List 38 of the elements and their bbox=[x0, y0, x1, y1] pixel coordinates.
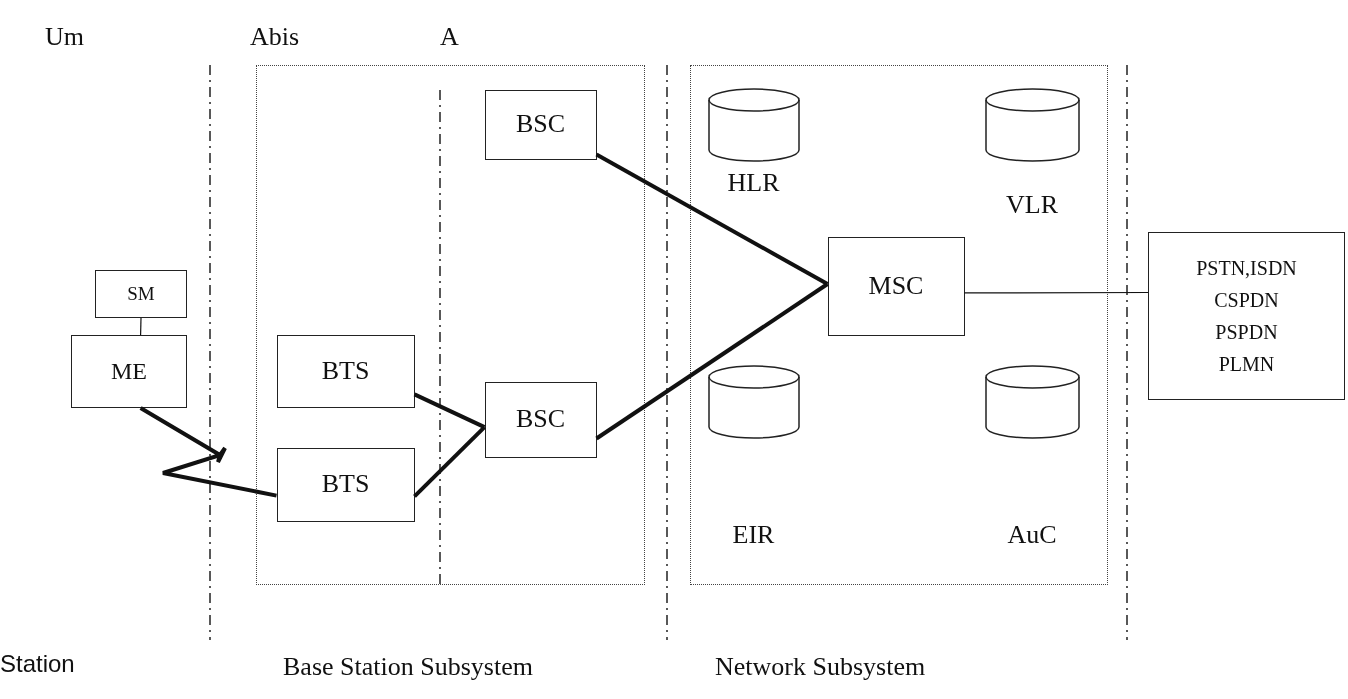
connector-line bbox=[595, 282, 829, 441]
network-element-box bbox=[276, 447, 415, 522]
interface-label: A bbox=[440, 22, 459, 52]
subsystem-frame bbox=[690, 65, 1108, 585]
network-element-box bbox=[1148, 232, 1345, 400]
connector-line bbox=[595, 152, 829, 286]
network-element-box bbox=[95, 270, 187, 318]
connector-line bbox=[963, 291, 1149, 294]
subsystem-label: Station bbox=[0, 650, 75, 678]
subsystem-frame bbox=[256, 65, 645, 585]
node-label: BSC bbox=[515, 110, 566, 139]
subsystem-label: Base Station Subsystem bbox=[283, 652, 533, 682]
radio-link bbox=[139, 406, 277, 498]
node-label: MSC bbox=[868, 271, 924, 301]
network-element-box bbox=[71, 335, 187, 408]
connector-line bbox=[140, 317, 142, 336]
network-name: PLMN bbox=[1218, 352, 1275, 377]
network-name: PSTN,ISDN bbox=[1196, 256, 1297, 281]
connector-line bbox=[413, 392, 486, 429]
node-label: BTS bbox=[321, 356, 370, 386]
network-name: CSPDN bbox=[1214, 288, 1279, 313]
node-label: ME bbox=[111, 358, 147, 385]
node-label: HLR bbox=[727, 168, 780, 198]
interface-label: Abis bbox=[250, 22, 300, 52]
connector-line bbox=[413, 425, 486, 498]
network-element-box bbox=[276, 334, 415, 408]
network-element-box bbox=[484, 381, 597, 458]
node-label: EIR bbox=[732, 520, 775, 550]
network-element-box bbox=[484, 89, 597, 160]
network-name: PSPDN bbox=[1215, 320, 1278, 345]
node-label: VLR bbox=[1006, 190, 1058, 220]
interface-label: Um bbox=[45, 22, 84, 52]
node-label: BTS bbox=[321, 470, 370, 499]
subsystem-label: Network Subsystem bbox=[715, 652, 926, 682]
network-element-box bbox=[827, 236, 965, 336]
node-label: AuC bbox=[1007, 520, 1057, 550]
node-label: SM bbox=[127, 283, 155, 305]
node-label: BSC bbox=[515, 405, 566, 434]
